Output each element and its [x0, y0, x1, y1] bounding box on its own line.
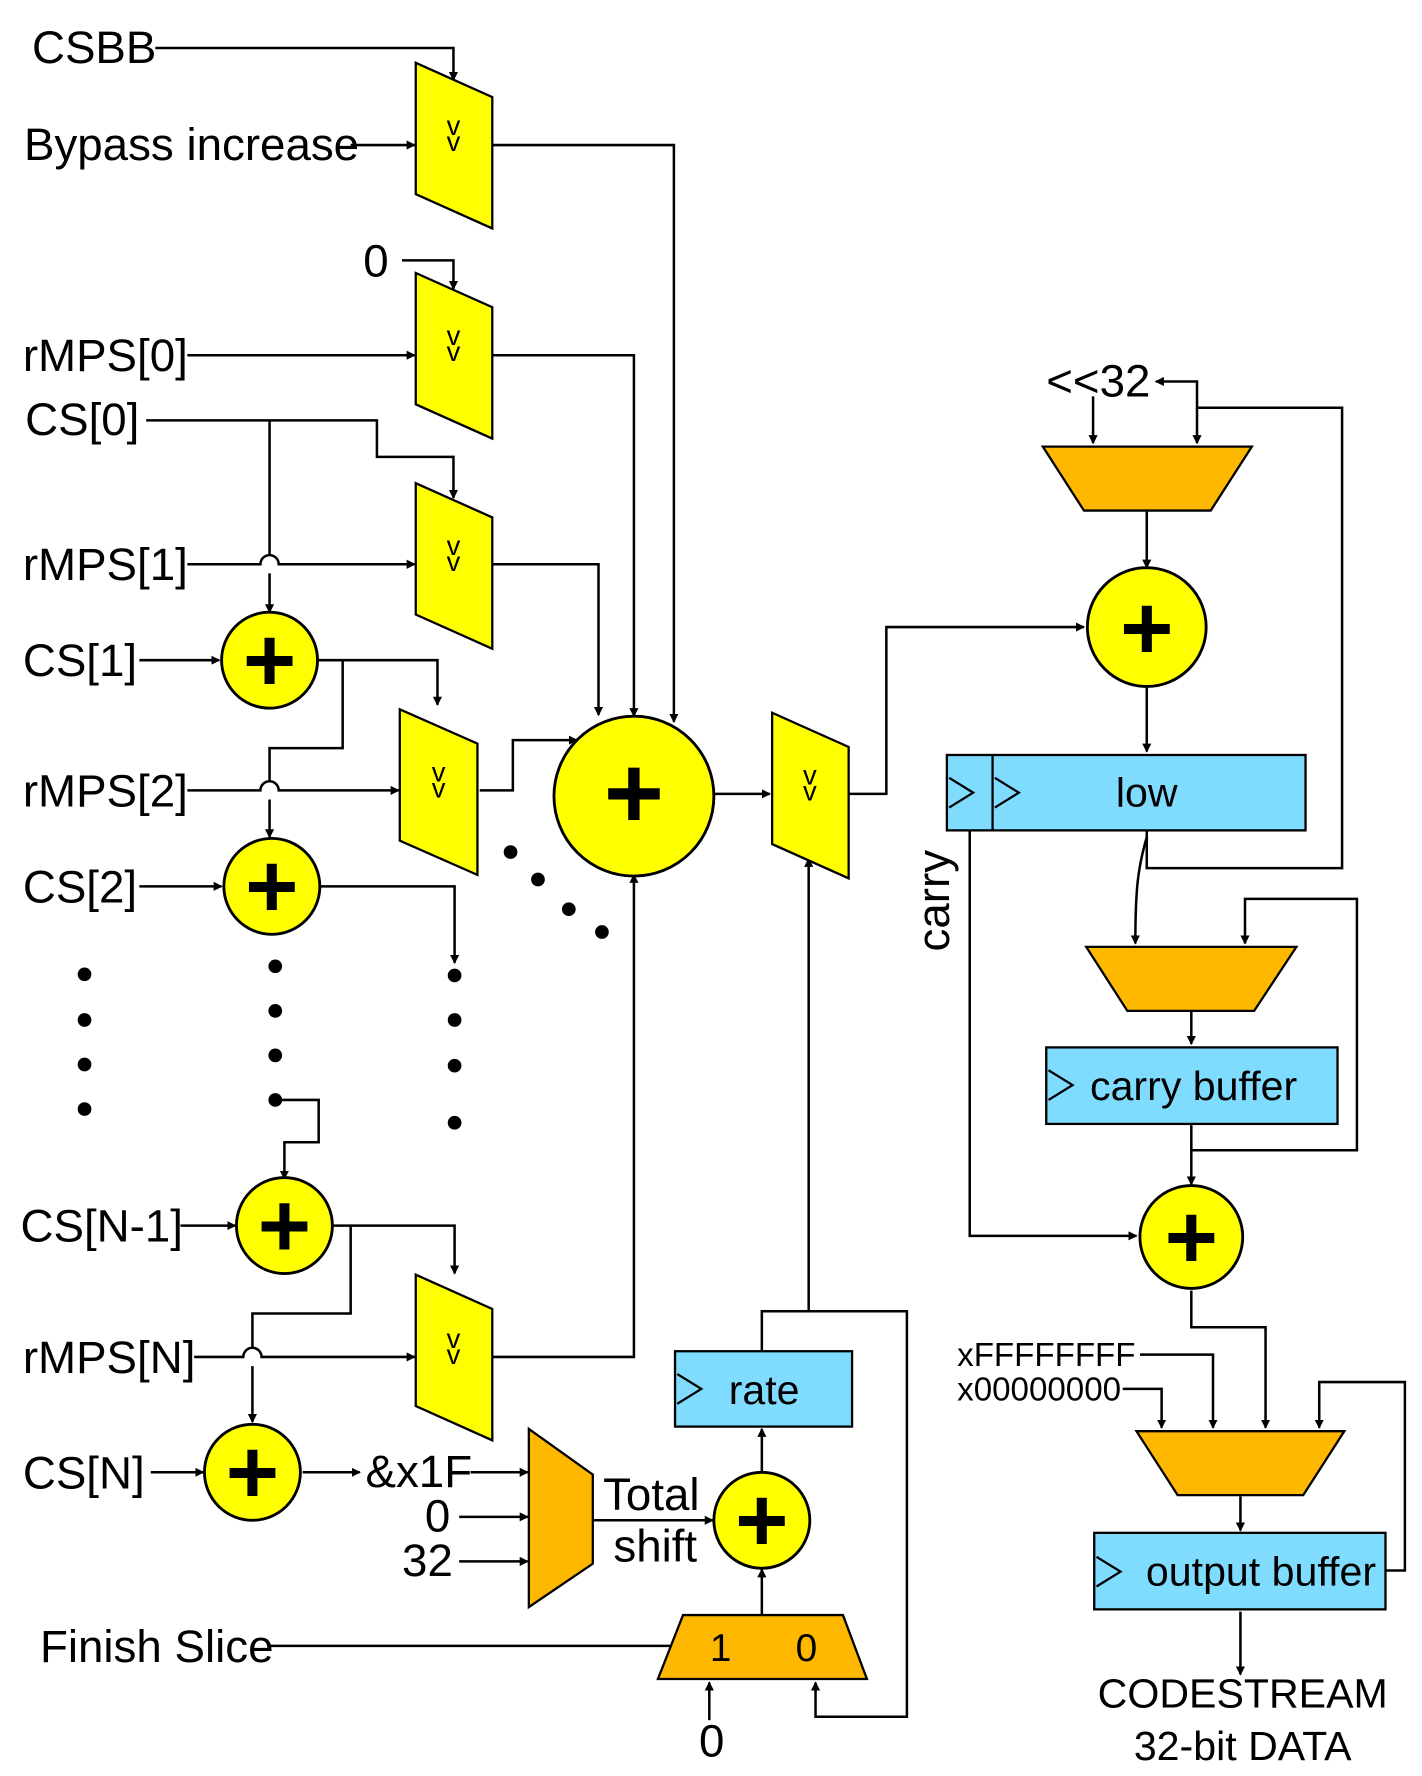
- clock-icon: [948, 776, 976, 809]
- label-cs0: CS[0]: [25, 394, 139, 445]
- right-labels: <<32 carry xFFFFFFFF x00000000 CODESTREA…: [908, 355, 1388, 1769]
- plus-symbol: +: [226, 1421, 279, 1523]
- low-label: low: [1116, 769, 1178, 815]
- label-csbb: CSBB: [32, 22, 156, 73]
- adder-csn1: +: [235, 1174, 334, 1276]
- rate-register: rate: [673, 1350, 854, 1428]
- finish-mux: 1 0: [656, 1613, 869, 1681]
- wires: [139, 46, 1407, 1721]
- label-finish-slice: Finish Slice: [40, 1621, 274, 1672]
- label-rmps1: rMPS[1]: [23, 539, 188, 590]
- carry-buffer-label: carry buffer: [1090, 1063, 1297, 1109]
- label-x00000000: x00000000: [957, 1371, 1121, 1408]
- clock-icon: [1047, 1069, 1075, 1101]
- label-shift32: <<32: [1046, 355, 1150, 406]
- label-finish-zero: 0: [699, 1716, 724, 1767]
- label-shift-32: 32: [402, 1535, 453, 1586]
- input-labels: CSBB Bypass increase 0 rMPS[0] CS[0] rMP…: [21, 22, 389, 1672]
- shift32-mux: [1040, 445, 1254, 512]
- low-register: low: [945, 753, 1307, 832]
- output-buffer-register: output buffer: [1093, 1531, 1387, 1611]
- label-shift-zero: 0: [425, 1491, 450, 1542]
- label-csn1: CS[N-1]: [21, 1201, 183, 1252]
- label-carry: carry: [908, 850, 959, 952]
- finish-mux-zero: 0: [796, 1627, 818, 1670]
- label-total: Total: [603, 1469, 699, 1520]
- label-codestream: CODESTREAM: [1098, 1671, 1388, 1717]
- adder-cs1: +: [220, 609, 319, 711]
- adder-rate: +: [712, 1469, 812, 1571]
- rate-label: rate: [729, 1367, 800, 1413]
- label-rmps0: rMPS[0]: [23, 330, 188, 381]
- label-shift: shift: [613, 1520, 697, 1571]
- carry-mux: [1084, 945, 1299, 1012]
- adder-cs2: +: [222, 835, 322, 937]
- plus-symbol: +: [243, 609, 296, 711]
- output-mux: [1134, 1430, 1347, 1497]
- label-zero-top: 0: [363, 235, 388, 286]
- shift-mux: [527, 1426, 594, 1610]
- carry-buffer-register: carry buffer: [1045, 1046, 1339, 1126]
- clock-icon: [1095, 1555, 1123, 1588]
- clock-icon: [676, 1373, 704, 1405]
- finish-mux-one: 1: [710, 1627, 732, 1670]
- label-rmpsn: rMPS[N]: [23, 1332, 196, 1383]
- plus-symbol: +: [1120, 577, 1173, 679]
- adder-main: +: [552, 714, 716, 878]
- label-cs2: CS[2]: [23, 861, 137, 912]
- adder-csn: +: [203, 1421, 302, 1523]
- plus-symbol: +: [1165, 1186, 1218, 1288]
- clock-icon: [994, 776, 1022, 809]
- plus-symbol: +: [245, 835, 298, 937]
- label-xffffffff: xFFFFFFFF: [957, 1337, 1135, 1374]
- label-cs1: CS[1]: [23, 635, 137, 686]
- label-csn: CS[N]: [23, 1447, 145, 1498]
- label-32bit-data: 32-bit DATA: [1134, 1723, 1352, 1769]
- adder-carry: +: [1138, 1184, 1245, 1290]
- shift-labels: &x1F 0 32 Total shift 0: [366, 1446, 725, 1767]
- plus-symbol: +: [258, 1174, 311, 1276]
- adder-low: +: [1085, 566, 1208, 688]
- label-rmps2: rMPS[2]: [23, 765, 188, 816]
- label-bypass-increase: Bypass increase: [24, 119, 359, 170]
- label-mask: &x1F: [366, 1446, 473, 1497]
- output-buffer-label: output buffer: [1146, 1548, 1376, 1594]
- plus-symbol: +: [604, 735, 664, 850]
- ellipsis-dots: [77, 845, 609, 1130]
- plus-symbol: +: [735, 1469, 788, 1571]
